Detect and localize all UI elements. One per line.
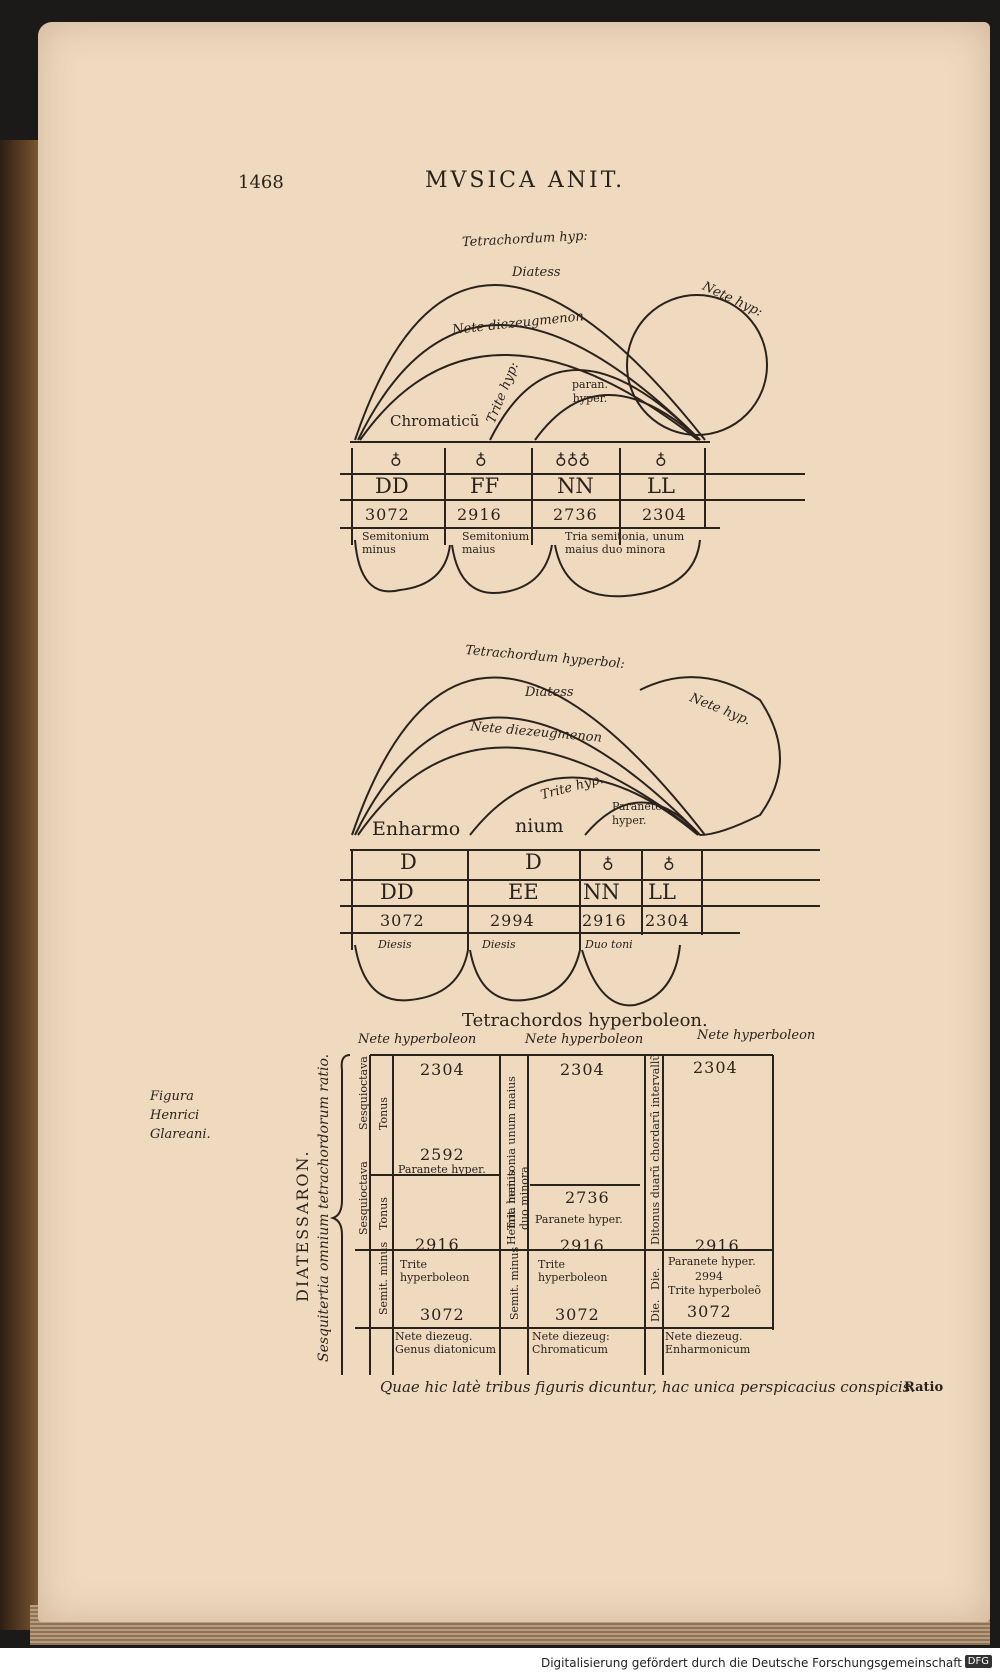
fig1-mark-2: ♁: [475, 449, 487, 468]
chromatic-top: 2304: [560, 1060, 605, 1079]
fig2-letter-1: DD: [380, 880, 414, 904]
fig1-letter-1: DD: [375, 474, 409, 498]
enharmonic-mid: 2994: [695, 1270, 723, 1283]
diatonic-trite: Trite hyperboleon: [400, 1258, 470, 1284]
fig1-arc-label-6: paran. hyper.: [572, 378, 608, 405]
fig2-number-2: 2994: [490, 911, 535, 930]
dfg-logo: DFG: [964, 1655, 992, 1668]
diatonic-ratio-2: Sesquioctava: [357, 1161, 370, 1235]
chromatic-n3: 2916: [560, 1236, 605, 1255]
fig1-number-1: 3072: [365, 505, 410, 524]
fig1-arc-tetrachord: [354, 284, 706, 441]
enharmonic-n3: 2916: [695, 1236, 740, 1255]
fig1-mark-3: ♁♁♁: [555, 449, 591, 468]
running-head: MVSICA ANIT.: [425, 168, 626, 193]
fig2-number-4: 2304: [645, 911, 690, 930]
table-title: Tetrachordos hyperboleon.: [462, 1010, 708, 1031]
fig1-number-3: 2736: [553, 505, 598, 524]
fig2-letter-4: LL: [648, 880, 676, 904]
fig1-interval-2: Semitonium maius: [462, 530, 530, 556]
enharmonic-interval-2: Die.: [649, 1267, 662, 1290]
figure-caption: Quae hic latè tribus figuris dicuntur, h…: [380, 1378, 916, 1396]
side-ratio: Sesquitertia omnium tetrachordorum ratio…: [316, 1053, 332, 1362]
fig1-mark-4: ♁: [655, 449, 667, 468]
chromatic-bottom: Nete diezeug: Chromaticum: [532, 1330, 610, 1356]
fig2-mark-2: D: [525, 850, 542, 874]
chromatic-trite: Trite hyperboleon: [538, 1258, 608, 1284]
table-col-3: Nete hyperboleon: [697, 1028, 816, 1043]
book-spine: [0, 140, 44, 1630]
chromatic-interval-3: Semit. minus: [508, 1246, 521, 1320]
margin-note: Figura Henrici Glareani.: [150, 1089, 211, 1142]
fig2-mark-1: D: [400, 850, 417, 874]
diatonic-bottom: Nete diezeug. Genus diatonicum: [395, 1330, 497, 1356]
enharmonic-trite: Trite hyperboleõ: [668, 1284, 761, 1297]
diatonic-interval-3: Semit. minus: [377, 1241, 390, 1315]
diatonic-paranete: Paranete hyper.: [398, 1163, 486, 1176]
fig2-number-1: 3072: [380, 911, 425, 930]
fig1-circle-nete-hyp: [626, 294, 768, 436]
fig1-arc-paran: [534, 394, 701, 441]
diatonic-interval-1: Tonus: [377, 1097, 390, 1130]
fig2-interval-1: Diesis: [378, 938, 412, 951]
fig2-arc-label-6: Paranete hyper.: [612, 800, 662, 827]
enharmonic-n4: 3072: [687, 1302, 732, 1321]
diatonic-n4: 3072: [420, 1305, 465, 1324]
fig1-arc-label-2: Diatess: [512, 265, 561, 280]
enharmonic-paranete: Paranete hyper.: [668, 1255, 756, 1268]
footer-credit: Digitalisierung gefördert durch die Deut…: [540, 1656, 962, 1670]
fig2-mark-4: ♁: [663, 853, 675, 872]
fig1-arc-label-7: Chromaticũ: [390, 412, 480, 430]
chromatic-n4: 3072: [555, 1305, 600, 1324]
chromatic-interval-2: Hemit. maius: [505, 1170, 518, 1245]
fig2-interval-2: Diesis: [482, 938, 516, 951]
fig2-arc-label-7: Enharmo: [372, 818, 461, 840]
chromatic-n2: 2736: [565, 1188, 610, 1207]
catchword: Ratio: [904, 1380, 944, 1395]
enharmonic-interval-1: Ditonus duarũ chordarũ intervallũ: [649, 1053, 662, 1245]
fig1-interval-1: Semitonium minus: [362, 530, 430, 556]
diatonic-n2: 2592: [420, 1145, 465, 1164]
diatonic-interval-2: Tonus: [377, 1197, 390, 1230]
table-col-1: Nete hyperboleon: [358, 1032, 477, 1047]
book-page: [38, 22, 990, 1622]
footer-bar: Digitalisierung gefördert durch die Deut…: [0, 1648, 1000, 1679]
fig1-letter-2: FF: [470, 474, 500, 498]
fig2-letter-2: EE: [508, 880, 539, 904]
fig1-arc-trite: [489, 369, 701, 441]
side-diatessaron: DIATESSARON.: [293, 1149, 312, 1302]
fig2-mark-3: ♁: [602, 853, 614, 872]
fig1-number-2: 2916: [457, 505, 502, 524]
fig1-letter-3: NN: [557, 474, 594, 498]
fig1-letter-4: LL: [647, 474, 675, 498]
fig2-arc-label-8: nium: [515, 815, 564, 837]
fig1-arc-diatess: [357, 324, 701, 441]
table-col-2: Nete hyperboleon: [525, 1032, 644, 1047]
diatonic-ratio-1: Sesquioctava: [357, 1056, 370, 1130]
chromatic-paranete: Paranete hyper.: [535, 1213, 623, 1226]
fig1-mark-1: ♁: [390, 449, 402, 468]
diatonic-n3: 2916: [415, 1235, 460, 1254]
fig1-interval-3: Tria semitonia, unum maius duo minora: [565, 530, 685, 556]
diatonic-top: 2304: [420, 1060, 465, 1079]
enharmonic-bottom: Nete diezeug. Enharmonicum: [665, 1330, 751, 1356]
page-number: 1468: [238, 172, 284, 193]
fig2-interval-3: Duo toni: [585, 938, 633, 951]
fig2-arc-label-2: Diatess: [525, 685, 574, 700]
fig1-number-4: 2304: [642, 505, 687, 524]
enharmonic-top: 2304: [693, 1058, 738, 1077]
fig2-letter-3: NN: [583, 880, 620, 904]
fig2-number-3: 2916: [582, 911, 627, 930]
enharmonic-interval-3: Die.: [649, 1299, 662, 1322]
